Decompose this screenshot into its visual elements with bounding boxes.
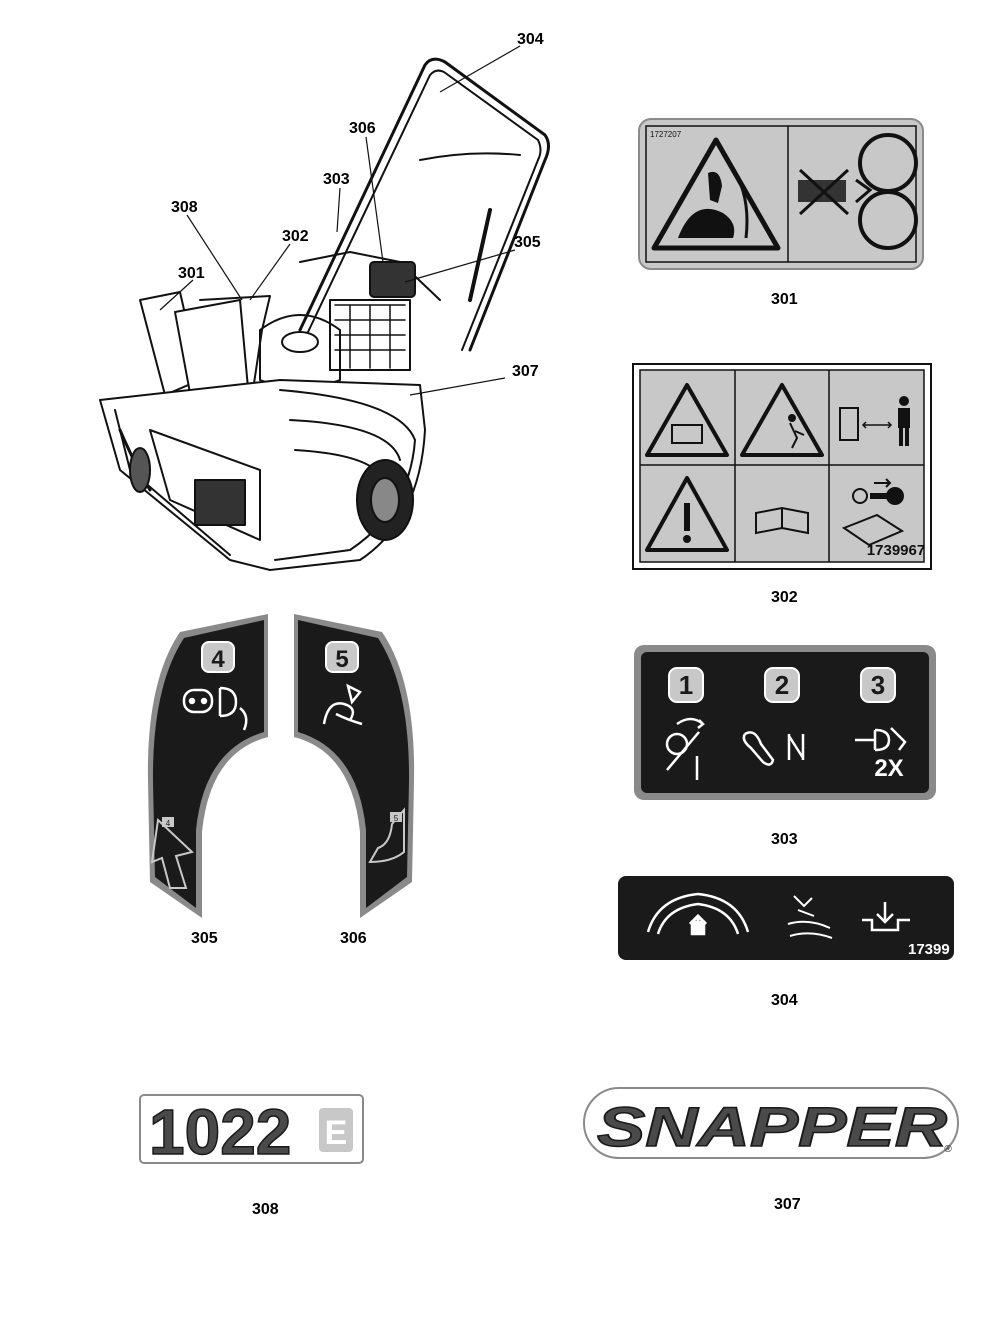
label-304: 304 (771, 992, 798, 1009)
keep-distance-icon (839, 396, 910, 446)
arrow-4-icon: 4 (150, 817, 195, 889)
thrown-objects-warning-icon (740, 383, 824, 457)
decal-307: SNAPPER ® (583, 1087, 959, 1159)
decal-301: 1727207 (638, 118, 924, 270)
depth-level-icon (862, 902, 910, 932)
svg-text:3: 3 (871, 670, 885, 700)
label-301: 301 (771, 291, 798, 308)
label-307: 307 (774, 1196, 801, 1213)
choke-icon (182, 686, 248, 731)
no-hands-rotating-icon (798, 133, 918, 250)
step-1-badge: 1 (668, 667, 704, 703)
label-302: 302 (771, 589, 798, 606)
decal-301-part-no: 1727207 (650, 130, 682, 139)
model-number: 1022 (149, 1096, 291, 1164)
decal-305-small-step: 4 (166, 819, 171, 828)
label-306: 306 (340, 930, 367, 947)
decal-303: 1 2 3 2X (634, 645, 936, 800)
general-warning-icon (645, 476, 729, 552)
decal-306: 5 5 (294, 614, 415, 918)
remove-key-maintenance-icon (841, 478, 905, 547)
arrow-5-icon: 5 (368, 807, 405, 864)
decal-308: 1022 E (139, 1094, 364, 1164)
handle-raise-icon (646, 892, 750, 936)
snowthrower-diagram (99, 45, 550, 571)
svg-text:1: 1 (679, 670, 693, 700)
model-suffix: E (325, 1114, 348, 1152)
callout-305: 305 (514, 234, 541, 251)
callout-303: 303 (323, 171, 350, 188)
step-3-badge: 3 (860, 667, 896, 703)
decal-304: 17399 (618, 876, 954, 960)
key-on-icon (665, 717, 705, 780)
registered-mark: ® (944, 1144, 952, 1155)
callout-302: 302 (282, 228, 309, 245)
choke-lever-icon (742, 731, 805, 766)
label-303: 303 (771, 831, 798, 848)
read-manual-icon (755, 506, 809, 535)
pull-starter-icon (322, 683, 363, 726)
decal-302: 1739967 (632, 363, 932, 570)
auger-warning-icon (645, 383, 729, 457)
svg-text:2: 2 (775, 670, 789, 700)
brand-logo: SNAPPER (597, 1095, 948, 1158)
auger-throwing-icon (787, 895, 833, 939)
label-308: 308 (252, 1201, 279, 1218)
decal-303-note: 2X (874, 755, 903, 782)
decal-302-part-no: 1739967 (867, 542, 925, 559)
label-305: 305 (191, 930, 218, 947)
callout-306: 306 (349, 120, 376, 137)
callout-307: 307 (512, 363, 539, 380)
callout-308: 308 (171, 199, 198, 216)
decal-304-part-no: 17399 (908, 941, 950, 958)
step-2-badge: 2 (764, 667, 800, 703)
callout-301: 301 (178, 265, 205, 282)
decal-306-small-step: 5 (394, 814, 399, 823)
primer-icon (855, 727, 907, 752)
hand-auger-warning-icon (651, 137, 781, 251)
decal-305: 4 4 (147, 614, 268, 918)
decal-305-step: 4 (211, 646, 225, 673)
decal-306-step: 5 (335, 646, 348, 673)
callout-304: 304 (517, 31, 544, 48)
